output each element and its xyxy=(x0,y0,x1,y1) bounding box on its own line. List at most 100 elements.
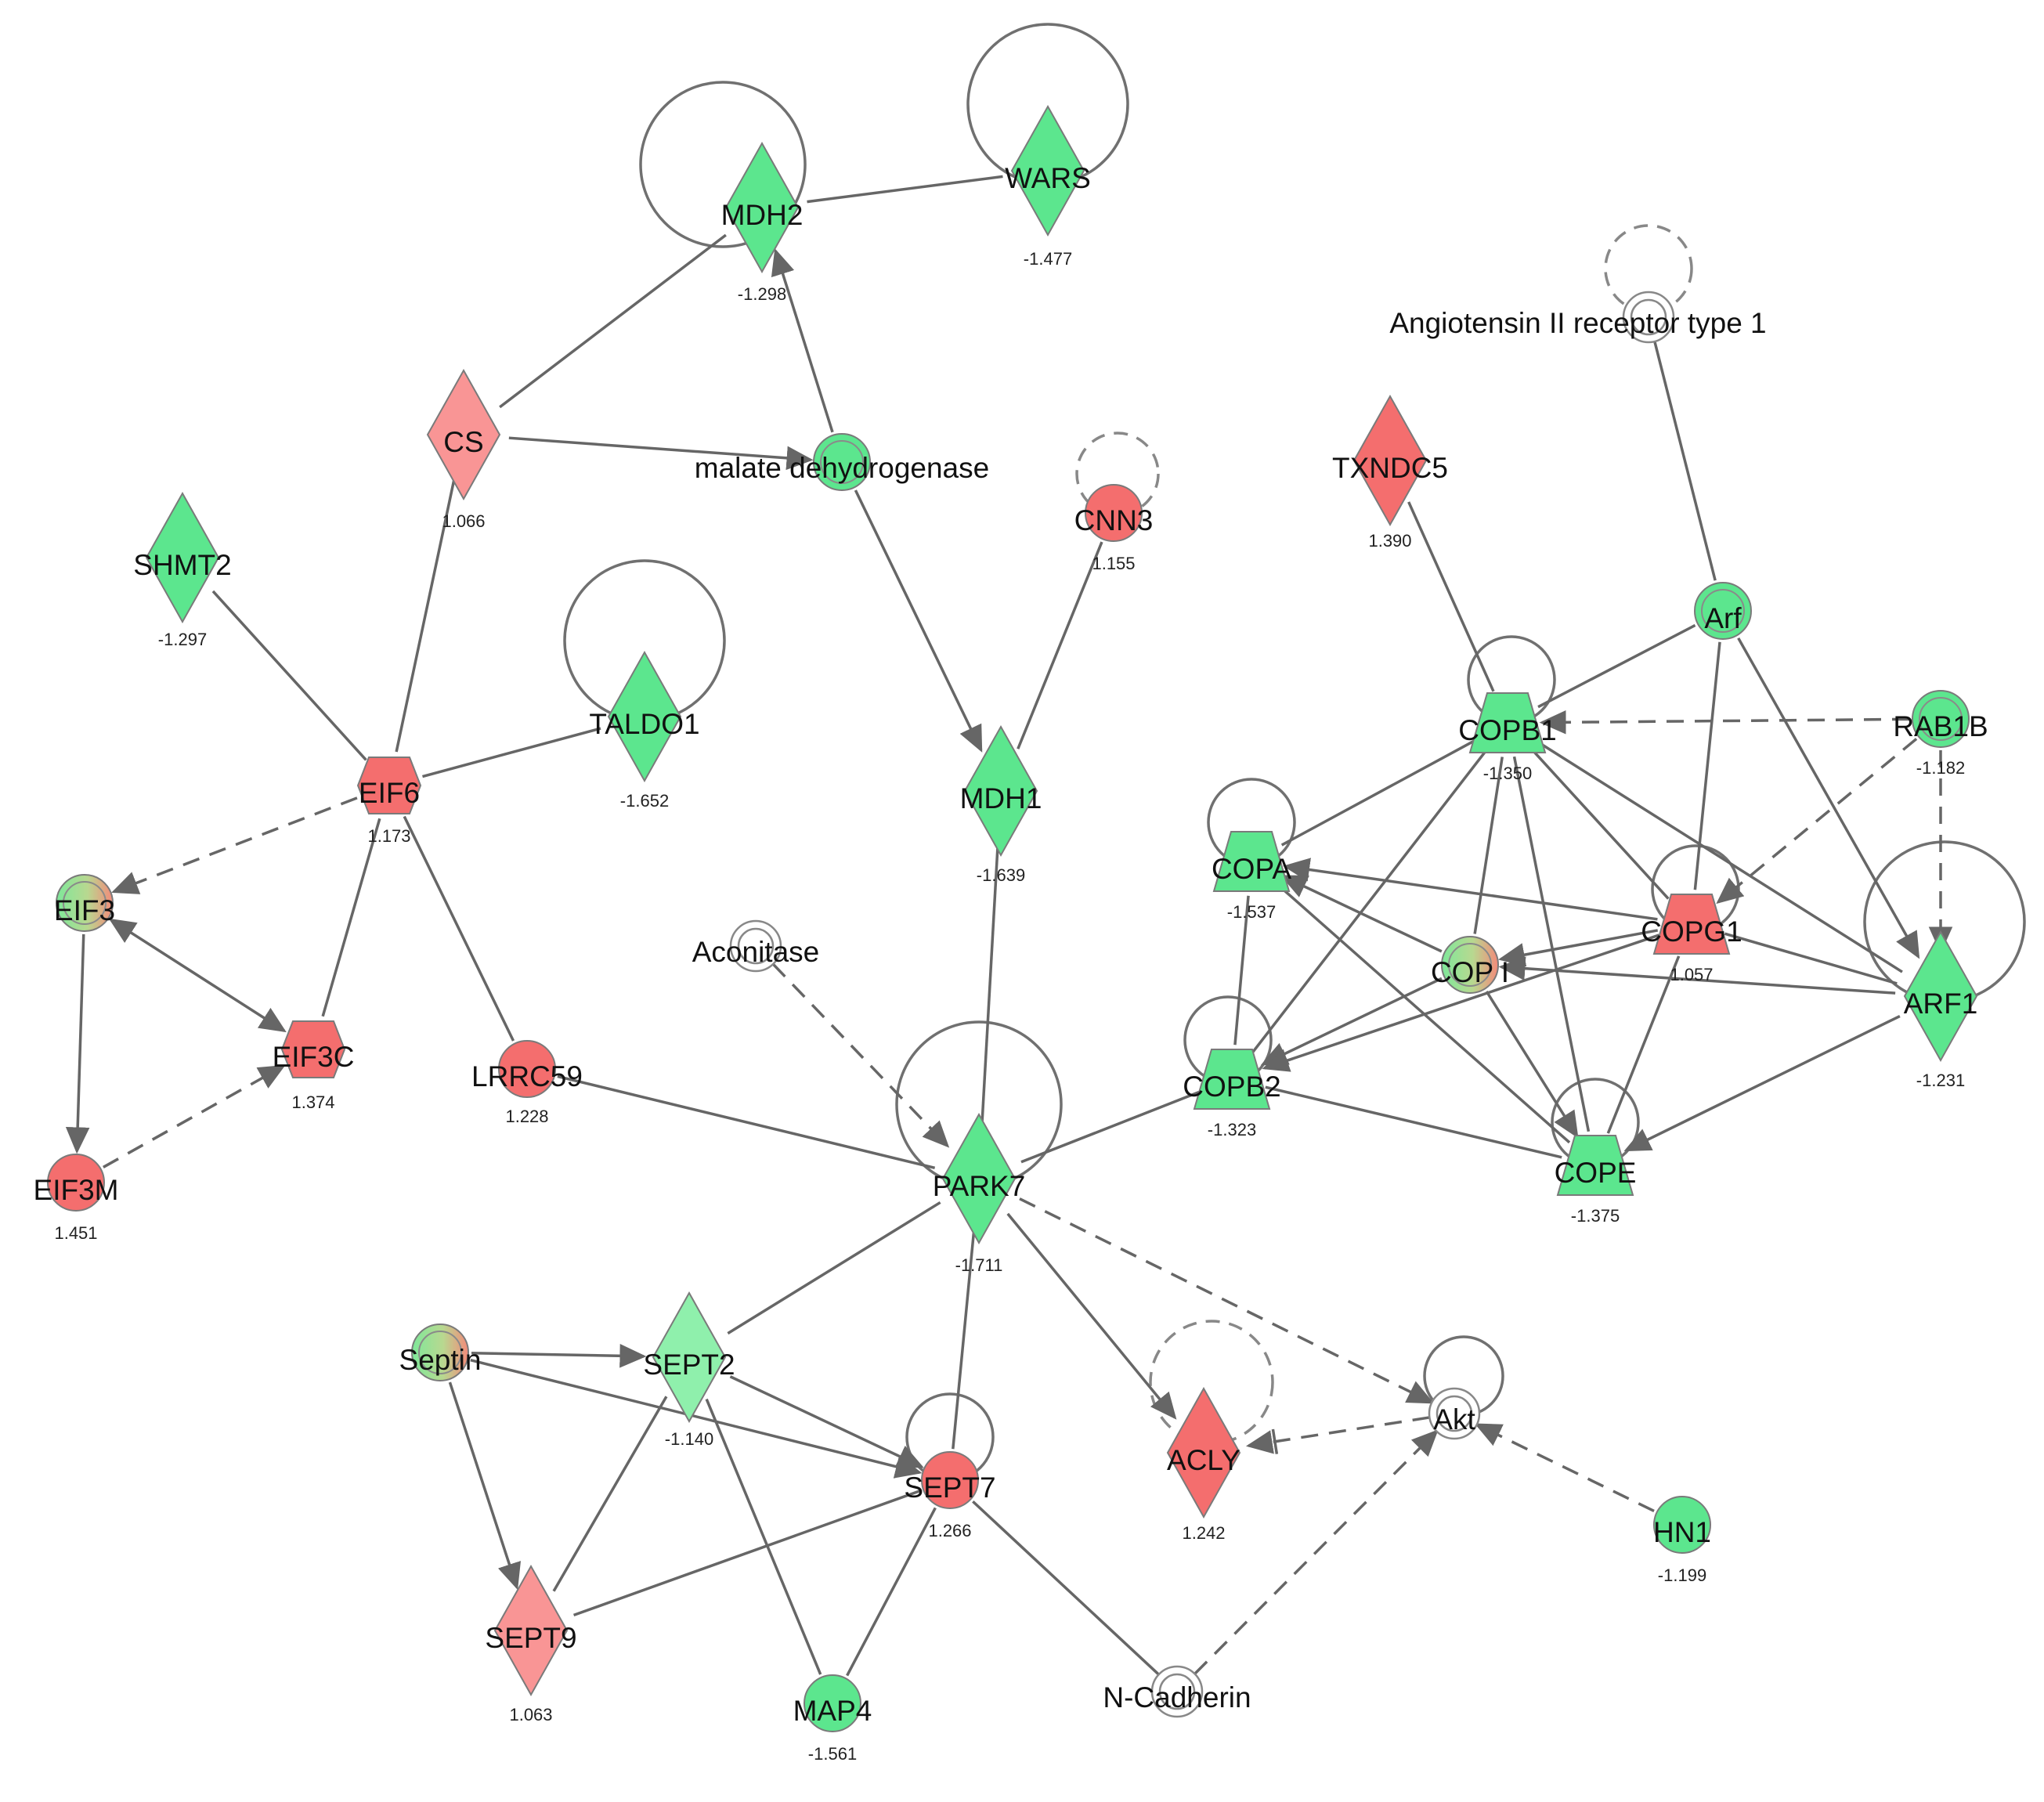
node-shape-trapezoid xyxy=(1193,1049,1271,1110)
node-map4[interactable]: MAP4-1.561 xyxy=(793,1674,872,1764)
node-aconitase[interactable]: Aconitase xyxy=(692,919,820,973)
node-shape-trapezoid xyxy=(1212,831,1291,892)
edge-copg1-arf1 xyxy=(1724,932,1898,985)
edge-eif6-taldo1 xyxy=(422,727,601,778)
node-fold-change: -1.297 xyxy=(158,630,207,649)
node-label: MAP4 xyxy=(793,1695,872,1727)
edge-hn1-akt xyxy=(1474,1423,1655,1513)
edge-eif3-eif3c xyxy=(108,918,287,1033)
node-fold-change: 1.242 xyxy=(1182,1523,1225,1543)
node-shape-circle xyxy=(820,440,864,484)
edge-eif6-eif3 xyxy=(111,796,358,894)
node-label: CNN3 xyxy=(1074,504,1154,536)
node-shape-circle xyxy=(47,1154,105,1212)
edge-park7-aconitase xyxy=(771,962,950,1148)
node-akt[interactable]: Akt xyxy=(1428,1387,1481,1440)
edge-sept2-sept9 xyxy=(552,1396,668,1592)
edge-ncad-akt xyxy=(1194,1429,1439,1675)
node-fold-change: -1.639 xyxy=(977,865,1025,885)
node-fold-change: 1.155 xyxy=(1092,554,1135,573)
node-shape-diamond xyxy=(1166,1386,1241,1519)
edge-sept2-map4 xyxy=(705,1398,822,1675)
node-septin[interactable]: Septin xyxy=(399,1324,482,1381)
node-cs[interactable]: CS1.066 xyxy=(426,368,501,531)
node-fold-change: -1.298 xyxy=(738,284,786,304)
node-shape-circle xyxy=(1701,589,1745,633)
node-shape-double xyxy=(1630,298,1667,336)
edge-sept2-sept7 xyxy=(729,1375,924,1468)
node-label: COPA xyxy=(1212,853,1291,885)
node-label: TXNDC5 xyxy=(1332,452,1448,484)
node-label: SEPT9 xyxy=(485,1622,576,1654)
node-wars[interactable]: WARS-1.477 xyxy=(1005,104,1091,269)
node-label: TALDO1 xyxy=(589,708,699,740)
edge-cs-maldh xyxy=(508,436,814,471)
edge-copb1-arf1 xyxy=(1536,740,1903,973)
node-maldh[interactable]: malate dehydrogenase xyxy=(695,433,989,491)
node-arf1[interactable]: ARF1-1.231 xyxy=(1904,930,1978,1090)
edge-park7-copb2 xyxy=(1020,1090,1201,1164)
edge-copi-copb2 xyxy=(1260,977,1443,1066)
edge-copg1-cope xyxy=(1606,955,1681,1134)
self-loop-agtr xyxy=(1604,224,1693,313)
node-shape-circle xyxy=(1085,484,1143,542)
edge-arf-copg1 xyxy=(1693,641,1721,890)
inhibition-bar-akt-acly xyxy=(1271,1428,1279,1454)
node-eif3[interactable]: EIF3 xyxy=(54,874,115,932)
node-cope[interactable]: COPE -1.375 xyxy=(1555,1135,1637,1226)
node-hn1[interactable]: HN1 -1.199 xyxy=(1653,1496,1711,1585)
edge-eif6-cs xyxy=(395,478,456,753)
edge-rab1b-copb1 xyxy=(1539,710,1910,735)
node-mdh2[interactable]: MDH2-1.298 xyxy=(721,141,804,304)
node-cnn3[interactable]: CNN3 1.155 xyxy=(1074,484,1154,573)
node-label: COPE xyxy=(1555,1157,1637,1189)
edge-eif6-eif3c xyxy=(321,818,381,1017)
node-taldo1[interactable]: TALDO1-1.652 xyxy=(589,650,700,811)
node-sept2[interactable]: SEPT2-1.140 xyxy=(643,1291,735,1449)
node-shape-circle xyxy=(804,1674,861,1732)
node-shape-double xyxy=(737,927,775,965)
node-label: SEPT2 xyxy=(643,1349,735,1381)
node-label: HN1 xyxy=(1653,1516,1711,1548)
node-label: SHMT2 xyxy=(133,549,231,581)
edges-layer xyxy=(65,175,1953,1677)
node-ncad[interactable]: N-Cadherin xyxy=(1103,1665,1251,1718)
edge-rab1b-copg1 xyxy=(1716,738,1918,905)
node-copb1[interactable]: COPB1-1.350 xyxy=(1458,692,1557,783)
node-shape-hexagon xyxy=(356,757,422,814)
node-shape-double xyxy=(1158,1673,1196,1710)
node-arf[interactable]: Arf xyxy=(1694,582,1752,640)
edge-park7-acly xyxy=(1006,1212,1177,1420)
node-label: Septin xyxy=(399,1344,482,1376)
edge-septin-sept7 xyxy=(470,1359,923,1479)
node-fold-change: -1.199 xyxy=(1658,1565,1706,1585)
edge-eif3-eif3m xyxy=(65,934,90,1154)
node-copi[interactable]: COP I xyxy=(1431,936,1509,994)
node-shape-diamond xyxy=(607,650,682,783)
node-rab1b[interactable]: RAB1B-1.182 xyxy=(1893,690,1988,778)
node-label: EIF6 xyxy=(359,777,420,809)
node-shmt2[interactable]: SHMT2 -1.297 xyxy=(133,491,232,649)
node-copa[interactable]: COPA-1.537 xyxy=(1212,831,1291,922)
node-park7[interactable]: PARK7-1.711 xyxy=(933,1112,1026,1275)
node-fold-change: -1.350 xyxy=(1483,764,1532,783)
node-agtr[interactable]: Angiotensin II receptor type 1 xyxy=(1389,291,1767,344)
edge-copi-copa xyxy=(1280,875,1443,953)
edge-copg1-copb2 xyxy=(1262,934,1659,1072)
node-mdh1[interactable]: MDH1-1.639 xyxy=(960,724,1042,885)
node-copb2[interactable]: COPB2-1.323 xyxy=(1183,1049,1281,1139)
node-fold-change: 1.228 xyxy=(505,1107,548,1126)
node-label: COPG1 xyxy=(1641,915,1742,948)
node-fold-change: -1.375 xyxy=(1571,1206,1620,1226)
edge-sept7-map4 xyxy=(846,1507,937,1677)
edge-cnn3-mdh1 xyxy=(1017,541,1103,749)
